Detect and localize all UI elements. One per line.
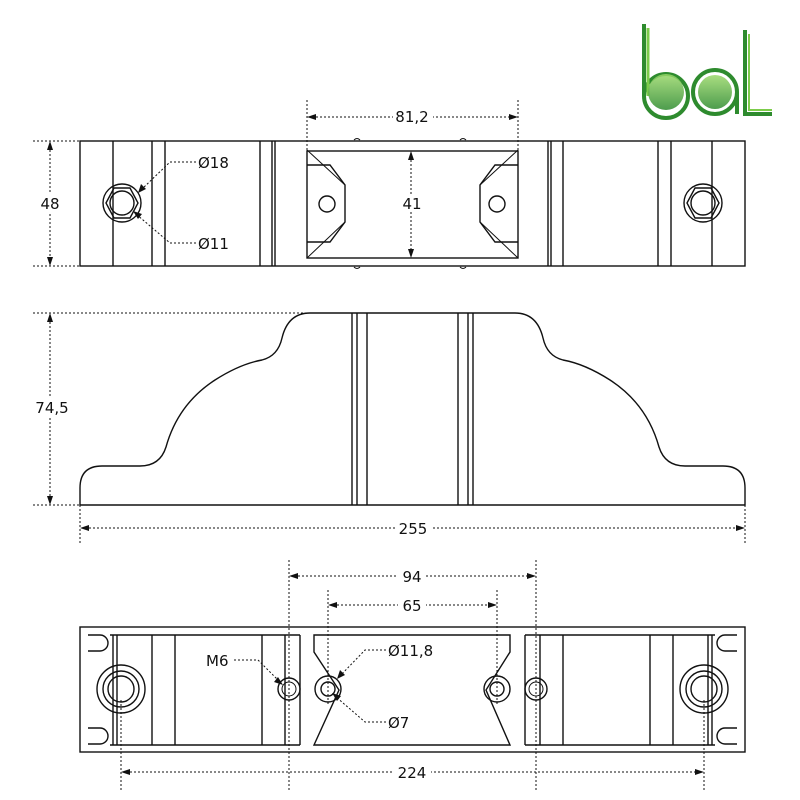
bottom-center-cutout	[312, 634, 512, 746]
dim-224: 224	[398, 764, 427, 782]
bottom-view	[79, 626, 746, 753]
dim-74-5: 74,5	[35, 399, 68, 417]
dim-dia-18: Ø18	[198, 154, 229, 172]
dim-41: 41	[402, 195, 421, 213]
dim-m6: M6	[206, 652, 229, 670]
dim-94: 94	[402, 568, 421, 586]
bottom-view-outline	[79, 626, 746, 753]
dim-81-2: 81,2	[395, 108, 428, 126]
top-right-hole	[683, 183, 723, 223]
bottom-right-mount-hole	[679, 664, 729, 714]
top-view	[79, 138, 746, 269]
top-center-window	[306, 150, 519, 259]
side-view-profile	[79, 312, 746, 506]
top-left-hole	[102, 183, 142, 223]
dim-dia-11: Ø11	[198, 235, 229, 253]
company-logo: bal	[642, 24, 772, 120]
top-view-outline	[79, 140, 746, 267]
bottom-dimensions: 94 65 224 M6 Ø11,8 Ø7	[120, 560, 705, 790]
dim-255: 255	[399, 520, 428, 538]
dim-dia-11-8: Ø11,8	[388, 642, 433, 660]
top-dimensions: 81,2 48 41 Ø18 Ø11	[33, 100, 519, 267]
side-dimensions: 74,5 255	[30, 312, 746, 545]
dim-48: 48	[40, 195, 59, 213]
dim-dia-7: Ø7	[388, 714, 409, 732]
dim-65: 65	[402, 597, 421, 615]
side-view	[79, 312, 746, 506]
